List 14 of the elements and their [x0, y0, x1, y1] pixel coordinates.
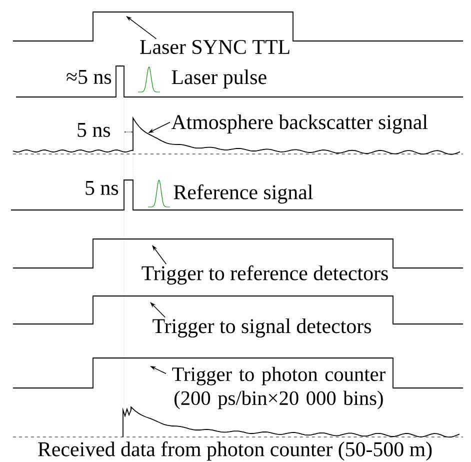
waveform-drawing [12, 358, 464, 388]
signal-label: Reference signal [174, 184, 313, 204]
waveform-drawing [12, 12, 464, 42]
duration-label: 5 ns [86, 181, 118, 195]
axis-caption: Received data from photon counter (50-500 m) [38, 441, 432, 461]
signal-label: Atmosphere backscatter signal [171, 114, 428, 134]
signal-label: Trigger to signal detectors [152, 318, 371, 338]
signal-label: Laser pulse [172, 70, 266, 88]
duration-label: ≈5 ns [66, 70, 112, 84]
signal-label: Trigger to reference detectors [142, 265, 388, 285]
signal-label: Trigger to photon counter (200 ps/bin×20 000 bins) [172, 366, 386, 410]
waveform-drawing [12, 116, 460, 155]
duration-label: 5 ns [78, 123, 110, 137]
signal-label: Laser SYNC TTL [140, 40, 290, 54]
